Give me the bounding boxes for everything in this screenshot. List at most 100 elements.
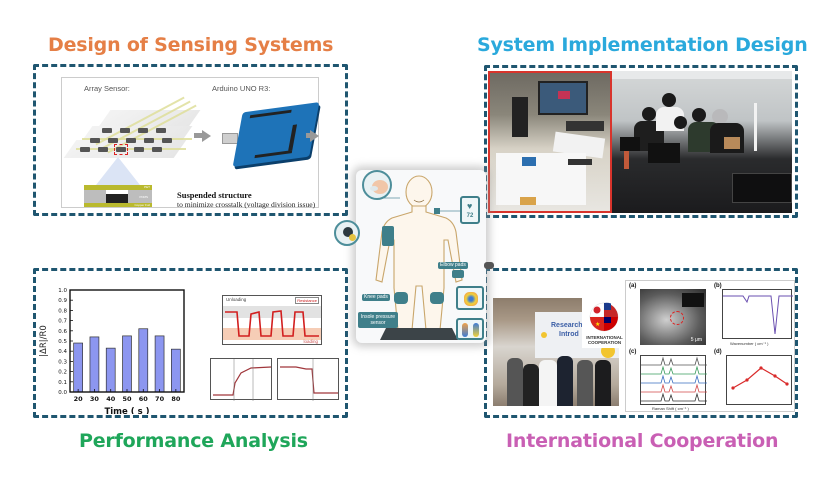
implementation-section-title: System Implementation Design (477, 34, 808, 56)
raman-x-label: Raman Shift ( cm⁻¹ ) (652, 406, 689, 411)
sensor-pixel (156, 128, 166, 133)
human-body-outline-icon (375, 175, 464, 340)
zoom-cone (96, 157, 140, 185)
person (523, 364, 539, 406)
scale-bar: 5 μm (690, 337, 702, 343)
x-tick-label: 60 (139, 395, 149, 403)
air-gap (106, 190, 128, 194)
raman-line (641, 392, 707, 402)
sensor-pixel (80, 147, 90, 152)
yellow-dot (541, 332, 547, 338)
sensor-pixel (102, 128, 112, 133)
electrode-strip (82, 138, 192, 140)
panel-label-c: (c) (629, 349, 637, 355)
flow-arrow-icon (202, 130, 211, 142)
pdms-label: PDMS (139, 195, 148, 199)
neck-sensor (434, 208, 440, 214)
elbow-pads-tag: Elbow pads (438, 262, 468, 269)
y-tick-label: 0.7 (58, 319, 67, 325)
person-head (712, 109, 728, 124)
design-section-title: Design of Sensing Systems (48, 34, 334, 56)
international-cooperation-badge: ★ INTERNATIONAL COOPERATION (582, 297, 627, 348)
screen-content (558, 91, 570, 99)
data-point (745, 378, 749, 382)
y-tick-label: 0.6 (58, 329, 67, 335)
x-tick-label: 40 (106, 395, 116, 403)
person (507, 358, 523, 406)
knee-monitor-device (456, 286, 484, 310)
sensor-array-figure: Array Sensor: Arduino UNO R3: (61, 77, 320, 209)
ball (349, 234, 356, 241)
inset-spectrum (682, 293, 704, 307)
y-tick-label: 1.0 (58, 288, 67, 294)
y-tick-label: 0.8 (58, 308, 67, 314)
person (557, 356, 573, 406)
data-point (785, 382, 789, 386)
power-bank (568, 159, 592, 165)
breath (370, 186, 378, 191)
insole-mat (380, 328, 458, 340)
arduino-label: Arduino UNO R3: (212, 84, 271, 93)
sensor-pixel (90, 138, 100, 143)
flow-arrow-stem (194, 133, 202, 138)
raman-line (641, 356, 707, 366)
legend-resistance: Resistance (295, 297, 319, 304)
person (595, 360, 611, 406)
copper-foil-layer (84, 203, 152, 207)
ceiling (612, 71, 792, 79)
sensor-pad (520, 197, 536, 205)
y-tick-label: 0.4 (58, 349, 67, 355)
banner-text: Research (551, 322, 583, 329)
recovery-line (280, 366, 338, 394)
data-point (731, 386, 735, 390)
copper-label: Copper Foil (134, 203, 150, 207)
conductivity-trace (731, 366, 789, 390)
bar-70 (154, 335, 165, 393)
monitor-side (512, 97, 528, 137)
heart-rate-value: 72 (466, 213, 474, 219)
raman-line (641, 374, 707, 384)
sensor-pixel (134, 147, 144, 152)
faucet (754, 103, 757, 151)
x-tick-label: 80 (171, 395, 181, 403)
foot-map-icon (462, 323, 468, 337)
sensor-pixel (116, 147, 126, 152)
ftir-trace (723, 295, 793, 335)
bar-80 (171, 348, 181, 393)
design-panel (33, 64, 348, 216)
pressure-map-icon (464, 292, 478, 306)
person-head (674, 116, 687, 129)
data-point (759, 366, 763, 370)
raman-plot (640, 355, 707, 405)
knee-pad-left (394, 292, 408, 304)
array-sensor-label: Array Sensor: (84, 84, 130, 93)
sensor-pixel (126, 138, 136, 143)
loading-label: loading (303, 339, 318, 344)
person (577, 360, 593, 406)
x-tick-label: 50 (122, 395, 132, 403)
bar-20 (73, 342, 83, 393)
person-head (642, 107, 656, 121)
team-lab-photo (612, 71, 792, 213)
sensor-pixel (98, 147, 108, 152)
y-tick-label: 0.3 (58, 359, 67, 365)
panel-label-d: (d) (714, 349, 722, 355)
cross-section-diagram: PET PDMS Copper Foil (84, 185, 152, 207)
bar-60 (138, 328, 149, 393)
sensor-pixel (162, 138, 172, 143)
sem-image: 5 μm (640, 289, 706, 345)
chip (288, 124, 298, 151)
bar-50 (122, 335, 132, 393)
insole-map-device (456, 318, 484, 340)
flow-arrow-icon (310, 130, 319, 142)
paper-bag (724, 137, 740, 149)
conductivity-line (732, 367, 788, 389)
sensor-pixel (120, 128, 130, 133)
performance-section-title: Performance Analysis (79, 430, 308, 452)
pin-header (249, 109, 292, 119)
bar-30 (89, 336, 100, 393)
resistance-line (225, 310, 319, 337)
ftir-line (723, 295, 793, 335)
